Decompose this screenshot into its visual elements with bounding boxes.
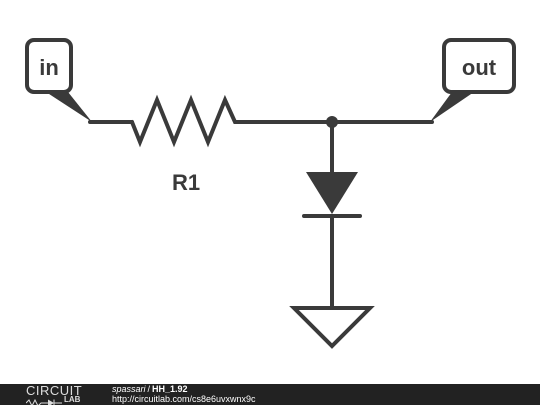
input-terminal-box (25, 38, 73, 94)
author-link[interactable]: spassari (112, 384, 146, 394)
output-terminal-box (442, 38, 516, 94)
resistor-r1[interactable] (130, 94, 242, 148)
resistor-r1-label: R1 (172, 170, 200, 195)
logo-top-text: CIRCUIT (26, 383, 83, 398)
logo-bottom: LAB (25, 395, 96, 405)
ground-symbol (289, 306, 375, 349)
title-separator: / (147, 384, 151, 394)
output-terminal-label: out (462, 55, 497, 80)
circuit-url[interactable]: http://circuitlab.com/cs8e6uvxwnx9c (112, 393, 256, 404)
input-terminal[interactable]: in (25, 38, 92, 122)
circuitlab-logo: CIRCUIT LAB (25, 383, 96, 405)
diode-d1[interactable] (302, 172, 362, 218)
circuit-title[interactable]: HH_1.92 (152, 384, 188, 394)
footer-title-line: spassari/HH_1.92 (112, 384, 256, 395)
circuit-schematic: in out R1 (25, 38, 516, 349)
input-terminal-pointer (46, 92, 92, 122)
logo-bottom-text: LAB (64, 395, 81, 404)
logo-diode-icon (25, 398, 62, 405)
diode-triangle (306, 172, 358, 214)
input-terminal-label: in (39, 55, 59, 80)
output-terminal-pointer (430, 92, 474, 122)
footer-meta: spassari/HH_1.92 http://circuitlab.com/c… (112, 384, 256, 404)
output-terminal[interactable]: out (430, 38, 516, 122)
footer-bar: CIRCUIT LAB spassari/HH_1.92 http://circ… (0, 384, 540, 405)
